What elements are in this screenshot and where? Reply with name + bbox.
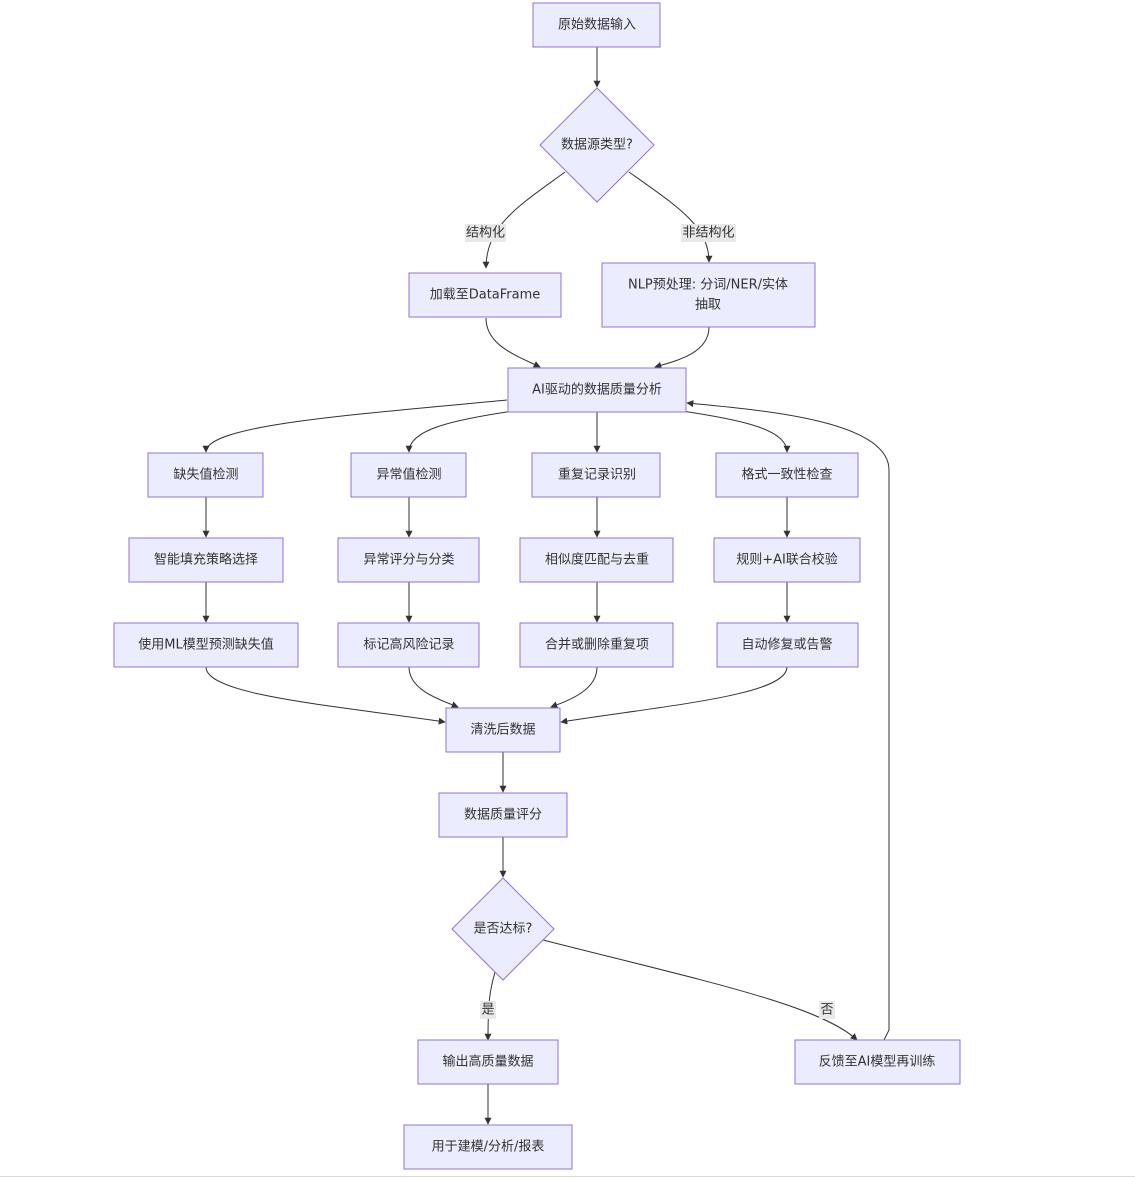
node-duplicate-detect [531, 452, 661, 498]
node-merge-delete [519, 622, 674, 668]
node-meets-standard-decision [451, 877, 555, 981]
edges [202, 47, 890, 1125]
node-similarity-label: 相似度匹配与去重 [545, 552, 649, 568]
edge-decision-to-nlp [628, 171, 713, 263]
edge-autofix-to-cleaned [560, 666, 788, 725]
node-mark-risk [337, 622, 480, 668]
edge-predict-to-cleaned [205, 666, 446, 725]
node-nlp-label-line1: NLP预处理: 分词/NER/实体 [628, 278, 788, 293]
node-output-label: 输出高质量数据 [442, 1054, 533, 1070]
edge-load-to-analysis [485, 317, 541, 368]
node-outlier-detect [350, 452, 467, 498]
edge-analysis-to-missing [202, 399, 508, 453]
node-outlier-score-label: 异常评分与分类 [363, 553, 454, 568]
node-merge-delete-label: 合并或删除重复项 [545, 637, 649, 653]
edge-mark-to-cleaned [408, 666, 459, 708]
edge-label-unstructured-bg [681, 224, 736, 242]
node-cleaned-label: 清洗后数据 [470, 723, 535, 738]
node-meets-standard-label: 是否达标? [474, 922, 533, 937]
edge-label-unstructured: 非结构化 [682, 226, 734, 241]
edge-merge-to-cleaned [550, 666, 598, 709]
node-rule-ai-check [713, 537, 861, 583]
edge-label-yes-bg [480, 1001, 496, 1019]
node-nlp-label-line2: 抽取 [695, 298, 721, 313]
node-cleaned-data [445, 707, 561, 753]
node-rule-ai-label: 规则+AI联合校验 [736, 552, 838, 568]
node-source-type-decision [539, 87, 655, 203]
node-load-dataframe [408, 272, 562, 318]
bottom-divider [0, 1176, 1135, 1177]
node-ml-predict-label: 使用ML模型预测缺失值 [138, 637, 273, 653]
node-usage [403, 1124, 573, 1170]
node-outlier-label: 异常值检测 [376, 467, 441, 483]
node-missing-label: 缺失值检测 [173, 467, 238, 483]
edge-analysis-to-format [674, 409, 791, 453]
nodes [113, 2, 961, 1170]
edge-label-structured-bg [465, 224, 506, 242]
node-quality-score-label: 数据质量评分 [464, 808, 542, 823]
node-source-type-label: 数据源类型? [561, 138, 633, 153]
edge-label-no-bg [819, 1001, 835, 1019]
edge-labels: 结构化 非结构化 是 否 [465, 224, 835, 1019]
edge-nlp-to-analysis [654, 326, 710, 369]
edge-feedback-to-analysis [686, 400, 890, 1041]
node-mark-risk-label: 标记高风险记录 [363, 637, 454, 653]
edge-decision-to-feedback [542, 939, 858, 1041]
node-ml-predict [113, 622, 299, 668]
node-similarity-dedup [519, 537, 674, 583]
node-format-label: 格式一致性检查 [741, 467, 832, 483]
node-feedback-label: 反馈至AI模型再训练 [819, 1055, 936, 1070]
node-ai-analysis [507, 367, 687, 413]
edge-analysis-to-outlier [405, 409, 521, 453]
node-duplicate-label: 重复记录识别 [558, 467, 636, 483]
node-start-label: 原始数据输入 [558, 17, 636, 33]
node-usage-label: 用于建模/分析/报表 [432, 1140, 545, 1155]
node-feedback-retrain [794, 1039, 961, 1085]
node-format-check [715, 452, 859, 498]
node-nlp-preprocess [601, 262, 816, 328]
edge-decision-to-load [482, 171, 566, 269]
node-quality-score [438, 792, 568, 838]
node-smart-fill-label: 智能填充策略选择 [154, 552, 258, 568]
node-ai-analysis-label: AI驱动的数据质量分析 [532, 382, 662, 398]
node-auto-fix-label: 自动修复或告警 [741, 637, 832, 653]
node-labels: 原始数据输入 数据源类型? 加载至DataFrame NLP预处理: 分词/NE… [138, 17, 935, 1155]
node-auto-fix [716, 622, 859, 668]
node-smart-fill [128, 537, 284, 583]
node-load-dataframe-label: 加载至DataFrame [430, 288, 541, 303]
edge-label-no: 否 [820, 1003, 833, 1018]
edge-label-yes: 是 [481, 1003, 494, 1018]
node-output-data [417, 1039, 559, 1085]
node-outlier-score [337, 537, 480, 583]
node-missing-detect [147, 452, 264, 498]
node-start [532, 2, 661, 48]
edge-label-structured: 结构化 [466, 226, 505, 241]
edge-decision-to-output [484, 971, 496, 1041]
